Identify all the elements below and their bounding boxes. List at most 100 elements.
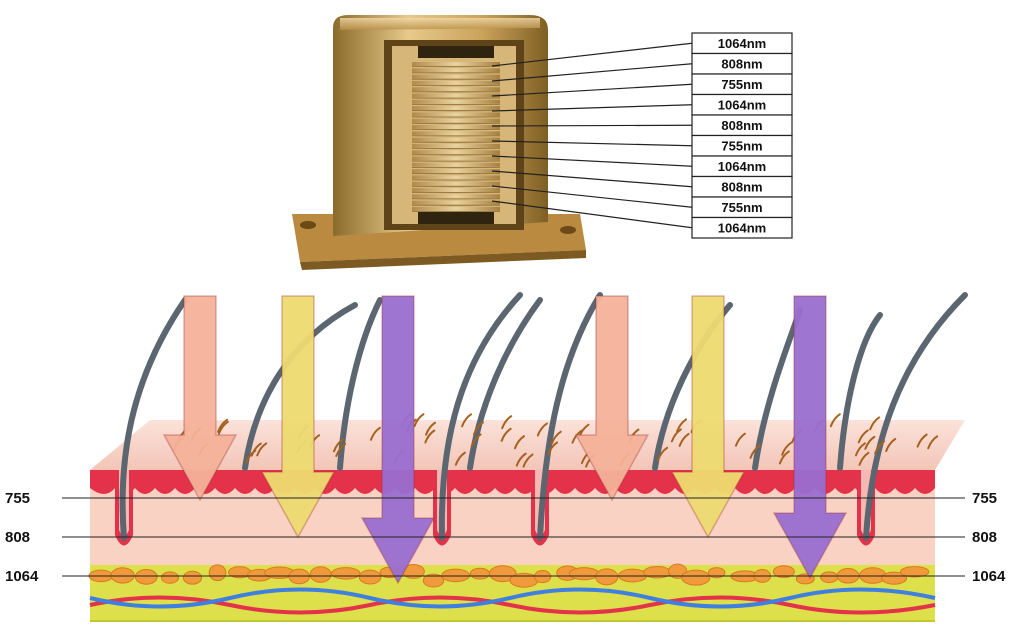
fat-cell <box>331 567 361 580</box>
fat-cell <box>441 568 470 583</box>
surface-hair <box>522 453 534 468</box>
fat-cell <box>134 569 158 585</box>
surface-hair <box>425 421 437 436</box>
fat-cell <box>881 571 908 585</box>
surface-hair <box>864 435 876 450</box>
surface-hair <box>734 432 746 447</box>
fat-cells <box>88 563 930 588</box>
diode-bar <box>412 200 500 205</box>
blood-vessel-blue <box>89 587 936 609</box>
surface-hair <box>858 451 870 466</box>
surface-hair <box>778 450 790 465</box>
diode-bar <box>412 93 500 98</box>
hair-shaft <box>863 292 968 541</box>
wavelength-label: 1064nm <box>718 98 766 113</box>
fat-cell <box>358 569 382 585</box>
depth-label-left-1064: 1064 <box>5 568 39 585</box>
surface-hair <box>413 413 425 428</box>
laser-arrow <box>574 295 650 502</box>
fat-cell <box>182 570 203 585</box>
surface-hair <box>369 426 381 441</box>
surface-hair <box>854 442 866 457</box>
fat-cell <box>160 571 180 584</box>
hair-shaft <box>537 292 603 541</box>
surface-hair <box>874 440 886 455</box>
diode-bar <box>412 143 500 148</box>
surface-hair <box>676 418 688 433</box>
fat-cell <box>509 572 539 588</box>
surface-hair <box>332 438 344 453</box>
leader-line <box>491 63 693 82</box>
hair-shaft <box>438 292 523 541</box>
fat-cell <box>469 567 491 580</box>
leader-lines <box>491 42 693 229</box>
surface-hair <box>781 441 793 456</box>
diode-bar <box>412 175 500 180</box>
surface-hair <box>670 428 682 443</box>
leader-line <box>491 200 693 229</box>
fat-cell <box>899 566 930 578</box>
diode-bar <box>412 188 500 192</box>
diode-bar <box>412 62 500 66</box>
diode-bar <box>412 80 500 85</box>
wavelength-label: 808nm <box>721 57 762 72</box>
wavelength-label: 1064nm <box>718 36 766 51</box>
wavelength-label: 755nm <box>721 139 762 154</box>
wavelength-label: 808nm <box>721 180 762 195</box>
depth-label-left-808: 808 <box>5 529 30 546</box>
wavelength-label: 1064nm <box>718 159 766 174</box>
surface-hair <box>885 438 897 453</box>
leader-line <box>491 140 693 147</box>
depth-lines <box>62 497 965 577</box>
surface-hair <box>472 421 484 436</box>
wavelength-label: 755nm <box>721 200 762 215</box>
surface-hair <box>749 444 761 459</box>
diode-bar <box>412 68 500 73</box>
diode-bar <box>412 99 500 104</box>
surface-hair <box>250 442 262 457</box>
surface-hair <box>536 422 548 437</box>
diode-bar <box>412 106 500 111</box>
surface-hair <box>217 420 229 435</box>
hair-shaft <box>337 297 383 471</box>
laser-module <box>292 15 586 270</box>
wavelength-label: 755nm <box>721 77 762 92</box>
fat-cell <box>309 566 332 583</box>
depth-label-right-1064: 1064 <box>972 568 1006 585</box>
surface-hair <box>515 452 527 467</box>
fat-cell <box>707 567 726 579</box>
laser-arrows <box>162 295 848 585</box>
surface-hair <box>547 441 559 456</box>
diode-bar <box>412 169 500 174</box>
fat-cell <box>772 565 795 579</box>
fat-cell <box>568 567 600 581</box>
surface-hair <box>335 443 347 458</box>
leader-line <box>491 124 693 127</box>
surface-hair <box>461 413 473 428</box>
diode-bar <box>412 150 500 155</box>
diode-bar <box>412 131 500 136</box>
diode-bar <box>412 181 500 186</box>
laser-arrow <box>162 295 238 502</box>
surface-hair <box>927 435 939 450</box>
diode-bar <box>412 118 500 123</box>
surface-hair <box>857 429 869 444</box>
depth-label-left-755: 755 <box>5 490 30 507</box>
diode-bar <box>412 87 500 92</box>
hair-shaft <box>242 302 358 471</box>
blood-vessel-red <box>89 595 936 615</box>
fat-cell <box>681 569 711 586</box>
fat-cell <box>208 564 227 582</box>
diode-bar <box>412 206 500 211</box>
wavelength-label: 808nm <box>721 118 762 133</box>
surface-hair <box>657 446 669 461</box>
fat-cell <box>820 571 839 584</box>
wavelength-label-list: 1064nm 808nm 755nm 1064nm 808nm 755nm 1064nm 80… <box>691 32 793 239</box>
surface-hair <box>500 427 512 442</box>
laser-arrow <box>260 295 336 539</box>
surface-hair <box>501 415 513 430</box>
fat-cell <box>422 573 445 588</box>
diode-bar <box>412 137 500 142</box>
surface-hair <box>550 430 562 445</box>
